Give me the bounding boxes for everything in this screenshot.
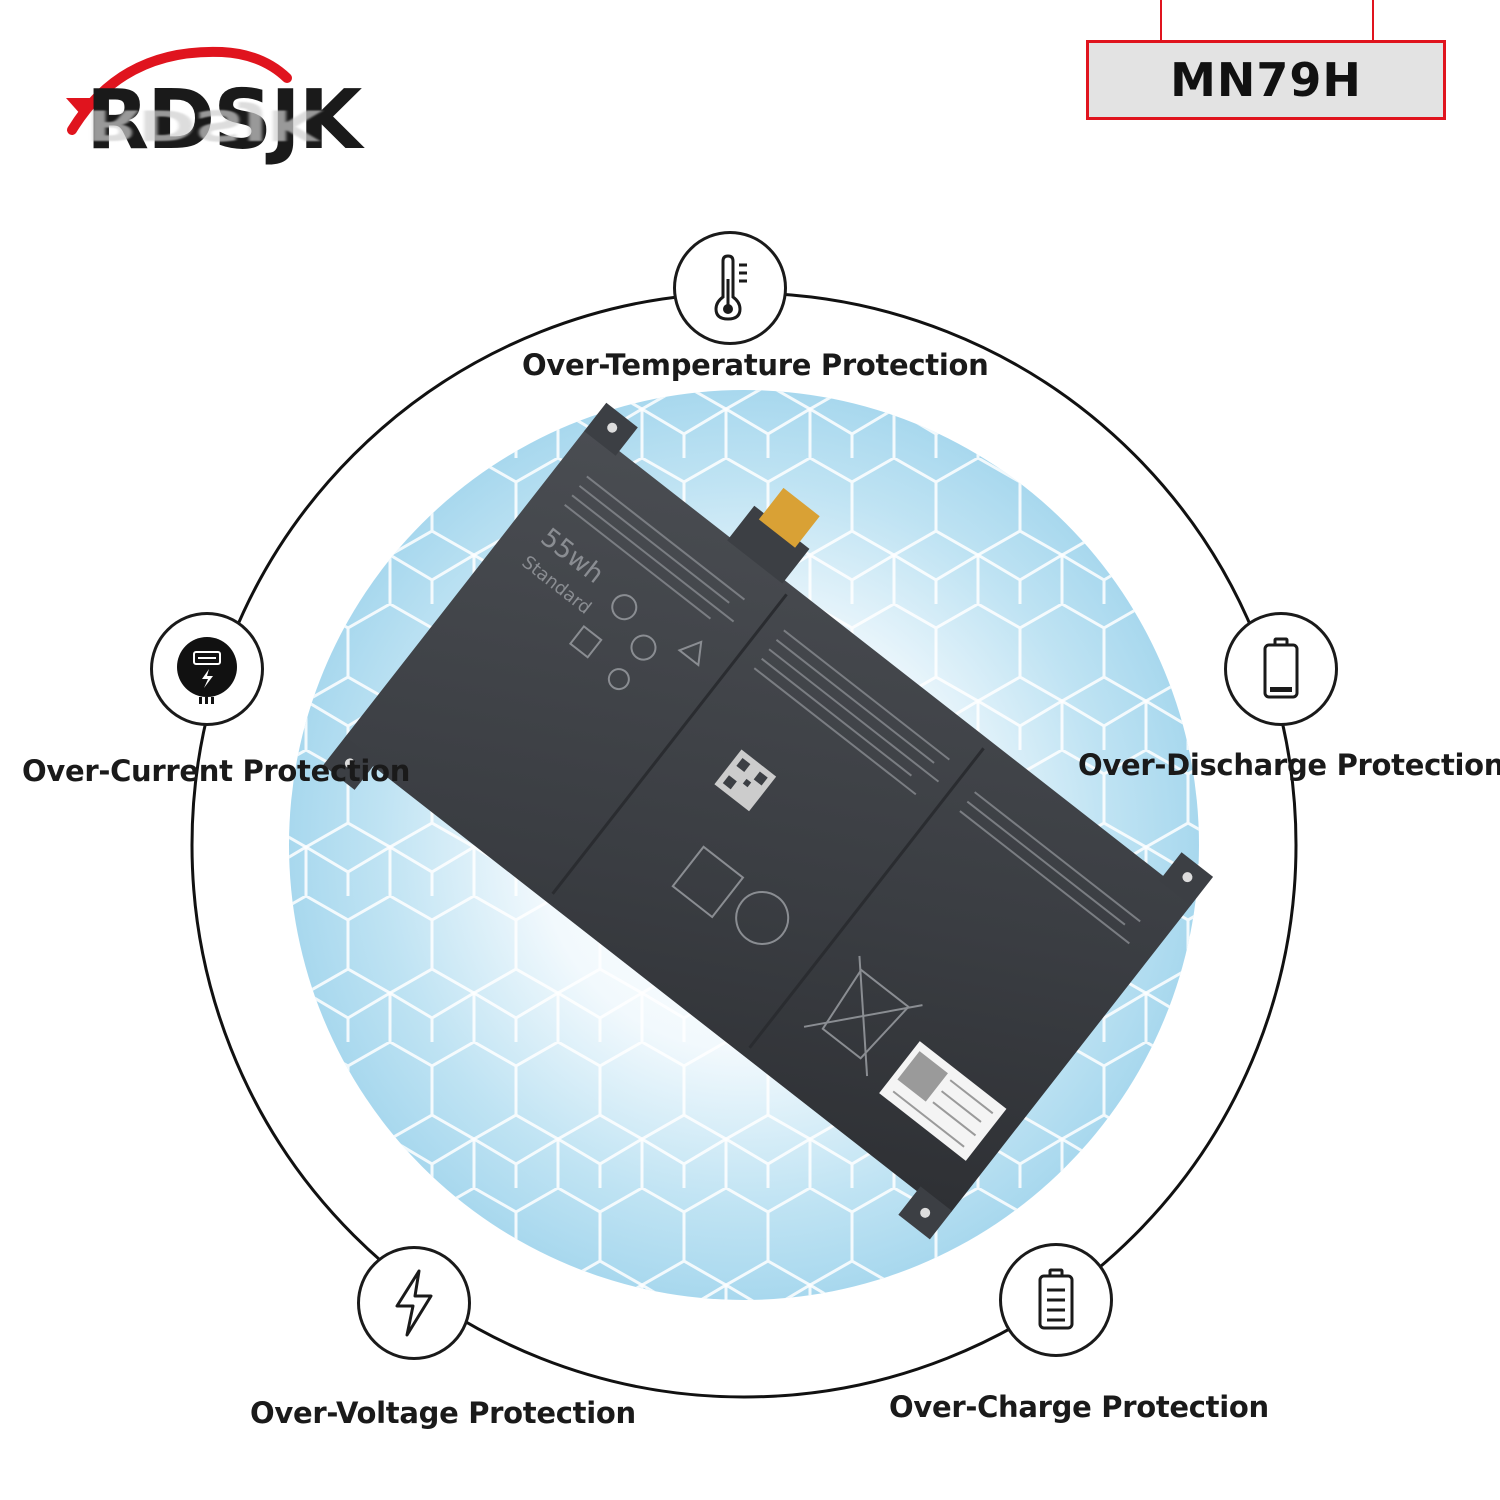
model-badge: MN79H	[1086, 40, 1446, 120]
badge-connector-left	[1160, 0, 1162, 40]
over-discharge-label: Over-Discharge Protection	[1078, 748, 1500, 782]
logo-text: RDSJK	[86, 73, 362, 168]
current-meter-icon	[177, 637, 237, 704]
over-temperature-label: Over-Temperature Protection	[522, 348, 989, 382]
logo-swoosh	[66, 46, 292, 135]
over-temperature-icon-circle	[673, 231, 787, 345]
lightning-icon	[395, 1269, 433, 1337]
thermometer-icon	[714, 254, 747, 321]
over-current-label: Over-Current Protection	[22, 754, 411, 788]
over-charge-icon-circle	[999, 1243, 1113, 1357]
over-discharge-icon-circle	[1224, 612, 1338, 726]
over-current-icon-circle	[150, 612, 264, 726]
over-voltage-label: Over-Voltage Protection	[250, 1396, 636, 1430]
battery-full-icon	[1038, 1268, 1074, 1330]
laptop-battery: 55wh Standard	[323, 402, 1214, 1240]
brand-logo: RDSJK RDSJK	[62, 38, 482, 218]
battery-low-icon	[1263, 637, 1299, 699]
badge-connector-right	[1372, 0, 1374, 40]
over-charge-label: Over-Charge Protection	[889, 1390, 1269, 1424]
over-voltage-icon-circle	[357, 1246, 471, 1360]
